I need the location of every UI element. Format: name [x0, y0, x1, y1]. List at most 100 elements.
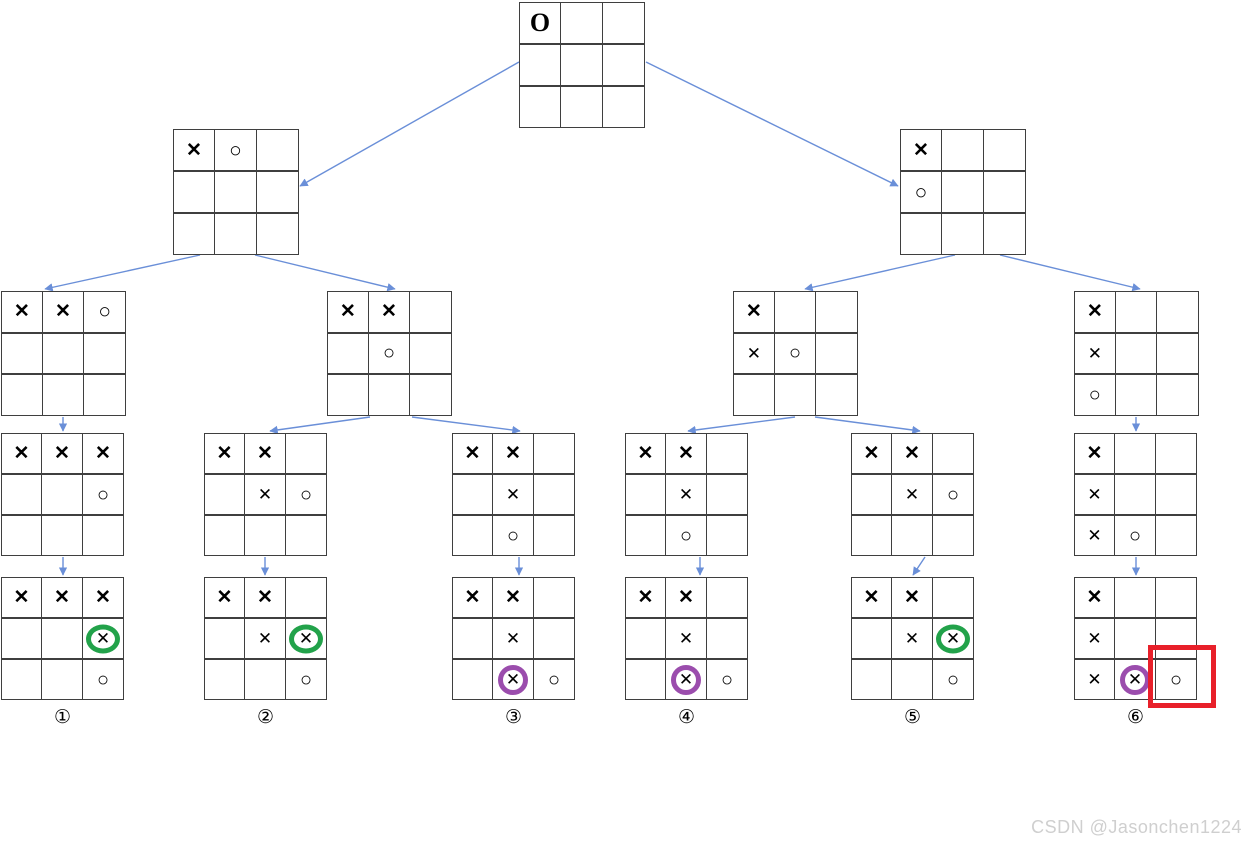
mark-x: ✕: [945, 629, 961, 648]
mark-o: ○: [1128, 524, 1142, 547]
cell-r1-c2: ✕: [286, 618, 327, 659]
cell-r2-c2: ○: [83, 659, 124, 700]
cell-r2-c0: [1, 374, 43, 416]
cell-r1-c0: [452, 474, 493, 515]
cell-r1-c2: ✕: [933, 618, 974, 659]
mark-letter-o: O: [529, 8, 551, 37]
cell-r1-c0: [1, 618, 42, 659]
cell-r1-c1: ✕: [245, 474, 286, 515]
green-highlight-ring-icon: [936, 624, 970, 653]
cell-r1-c2: ○: [83, 474, 124, 515]
cell-r1-c2: ✕: [83, 618, 124, 659]
cell-r0-c0: ✕: [327, 291, 369, 333]
cell-r2-c1: ○: [666, 515, 707, 556]
mark-x: ✕: [1127, 670, 1143, 689]
edge-n1-left-to-n2-a: [44, 254, 201, 292]
board-n2-d: ✕✕○: [1074, 291, 1199, 416]
board-n3-d: ✕✕✕○: [625, 433, 748, 556]
cell-r2-c1: [245, 659, 286, 700]
cell-r1-c0: [851, 474, 892, 515]
cell-r0-c2: [707, 577, 748, 618]
edge-n2-c-to-n3-e: [814, 416, 921, 435]
cell-r1-c0: [452, 618, 493, 659]
mark-x: ✕: [257, 443, 273, 464]
cell-r2-c0: [1, 659, 42, 700]
cell-r2-c1: ○: [1115, 515, 1156, 556]
cell-r2-c1: [42, 515, 83, 556]
leaf-label-leaf-3: ③: [504, 707, 523, 728]
mark-x: ✕: [678, 670, 694, 689]
cell-r1-c2: ○: [933, 474, 974, 515]
cell-r2-c0: [327, 374, 369, 416]
cell-r0-c1: ✕: [493, 577, 534, 618]
mark-x: ✕: [1087, 526, 1102, 545]
mark-x: ✕: [1087, 485, 1102, 504]
cell-r0-c2: [603, 2, 645, 44]
cell-r2-c0: [900, 213, 942, 255]
cell-r2-c0: [851, 659, 892, 700]
mark-x: ✕: [678, 629, 694, 648]
cell-r0-c2: ✕: [83, 433, 124, 474]
cell-r0-c0: ✕: [204, 433, 245, 474]
cell-r0-c0: ✕: [1074, 577, 1115, 618]
cell-r0-c1: ✕: [245, 577, 286, 618]
cell-r1-c1: [42, 618, 83, 659]
mark-x: ✕: [678, 587, 694, 608]
mark-x: ✕: [745, 301, 762, 323]
cell-r0-c2: [933, 433, 974, 474]
mark-o: ○: [96, 483, 110, 506]
mark-x: ✕: [505, 485, 521, 504]
mark-x: ✕: [746, 343, 761, 363]
cell-r1-c2: [603, 44, 645, 86]
cell-r0-c1: [561, 2, 603, 44]
cell-r2-c0: ✕: [1074, 515, 1115, 556]
board-leaf-3: ✕✕✕✕○: [452, 577, 575, 700]
cell-r1-c2: [1156, 618, 1197, 659]
board-n2-a: ✕✕○: [1, 291, 126, 416]
cell-r1-c1: [942, 171, 984, 213]
cell-r0-c2: [816, 291, 858, 333]
mark-o: ○: [946, 668, 960, 691]
cell-r0-c1: [942, 129, 984, 171]
leaf-label-leaf-2: ②: [256, 707, 275, 728]
mark-x: ✕: [505, 670, 521, 689]
edge-n1-left-to-n2-b: [254, 254, 396, 292]
mark-x: ✕: [904, 629, 920, 648]
mark-o: ○: [229, 138, 242, 162]
edge-n3-e-to-leaf-5: [912, 556, 926, 576]
mark-o: ○: [547, 668, 561, 691]
cell-r1-c0: [519, 44, 561, 86]
mark-o: ○: [1169, 668, 1183, 691]
cell-r0-c1: ○: [215, 129, 257, 171]
edge-n2-c-to-n3-d: [687, 416, 796, 435]
cell-r2-c1: [942, 213, 984, 255]
cell-r1-c2: [257, 171, 299, 213]
cell-r1-c0: [1, 474, 42, 515]
mark-x: ✕: [637, 587, 654, 608]
mark-x: ✕: [54, 443, 70, 464]
cell-r2-c1: [892, 515, 933, 556]
mark-x: ✕: [678, 485, 694, 504]
cell-r2-c0: [733, 374, 775, 416]
board-n3-b: ✕✕✕○: [204, 433, 327, 556]
cell-r0-c0: ✕: [851, 433, 892, 474]
cell-r0-c1: ✕: [892, 433, 933, 474]
cell-r0-c0: ✕: [452, 433, 493, 474]
cell-r0-c1: [774, 291, 817, 333]
cell-r1-c1: [215, 171, 257, 213]
mark-x: ✕: [904, 485, 920, 504]
cell-r0-c0: ✕: [1, 433, 42, 474]
cell-r2-c2: [603, 86, 645, 128]
cell-r0-c2: [257, 129, 299, 171]
mark-x: ✕: [637, 443, 654, 464]
cell-r2-c0: [851, 515, 892, 556]
board-leaf-1: ✕✕✕✕○: [1, 577, 124, 700]
cell-r0-c2: [1157, 291, 1199, 333]
cell-r1-c0: ○: [900, 171, 942, 213]
mark-o: ○: [96, 668, 110, 691]
edge-root-to-n1-right: [645, 61, 899, 187]
board-n3-a: ✕ ✕ ✕ ○: [1, 433, 124, 556]
cell-r2-c1: [42, 659, 83, 700]
cell-r0-c2: [707, 433, 748, 474]
